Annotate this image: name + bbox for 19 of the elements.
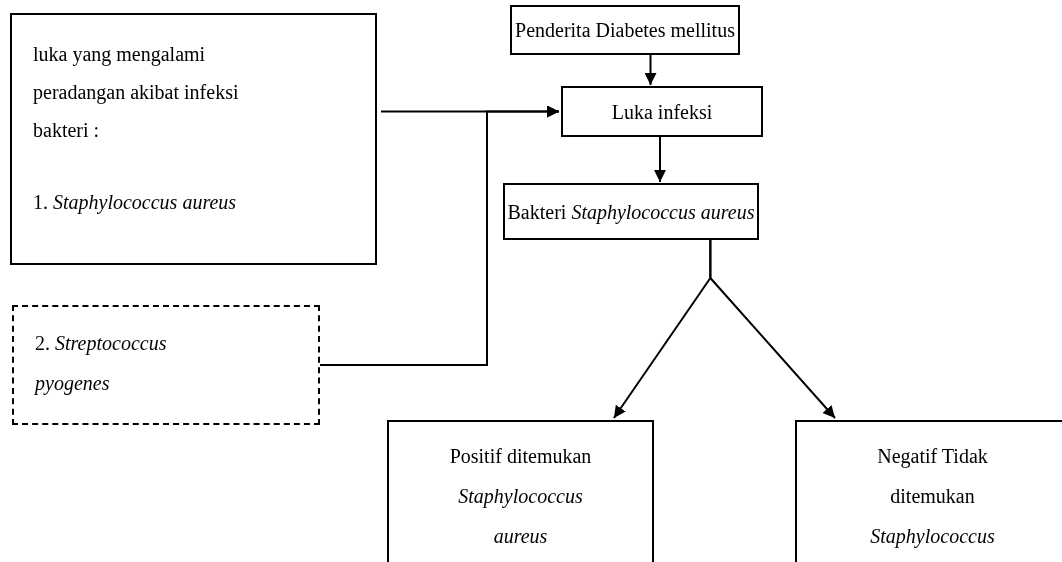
process-box bbox=[503, 183, 759, 240]
process-box bbox=[12, 305, 320, 425]
process-box bbox=[561, 86, 763, 137]
box-text: Luka infeksi bbox=[611, 99, 713, 125]
box-text: 2. Streptococcus pyogenes bbox=[35, 331, 168, 397]
arrow bbox=[319, 105, 560, 366]
box-text: Negatif Tidak ditemukan Staphylococcus bbox=[869, 444, 996, 550]
box-text: Positif ditemukan Staphylococcus aureus bbox=[448, 444, 593, 549]
box-text: Bakteri Staphylococcus aureus bbox=[507, 199, 755, 226]
process-box bbox=[10, 13, 377, 265]
arrow bbox=[654, 136, 666, 183]
process-box bbox=[387, 420, 654, 562]
arrow bbox=[644, 54, 657, 86]
box-text: 1. Staphylococcus aureus bbox=[33, 190, 237, 216]
box-text: luka yang mengalami peradangan akibat infeksi bakteri : bbox=[33, 42, 240, 143]
process-box bbox=[510, 5, 740, 55]
process-box bbox=[795, 420, 1062, 562]
box-text: Penderita Diabetes mellitus bbox=[515, 18, 735, 43]
arrow bbox=[709, 239, 836, 419]
